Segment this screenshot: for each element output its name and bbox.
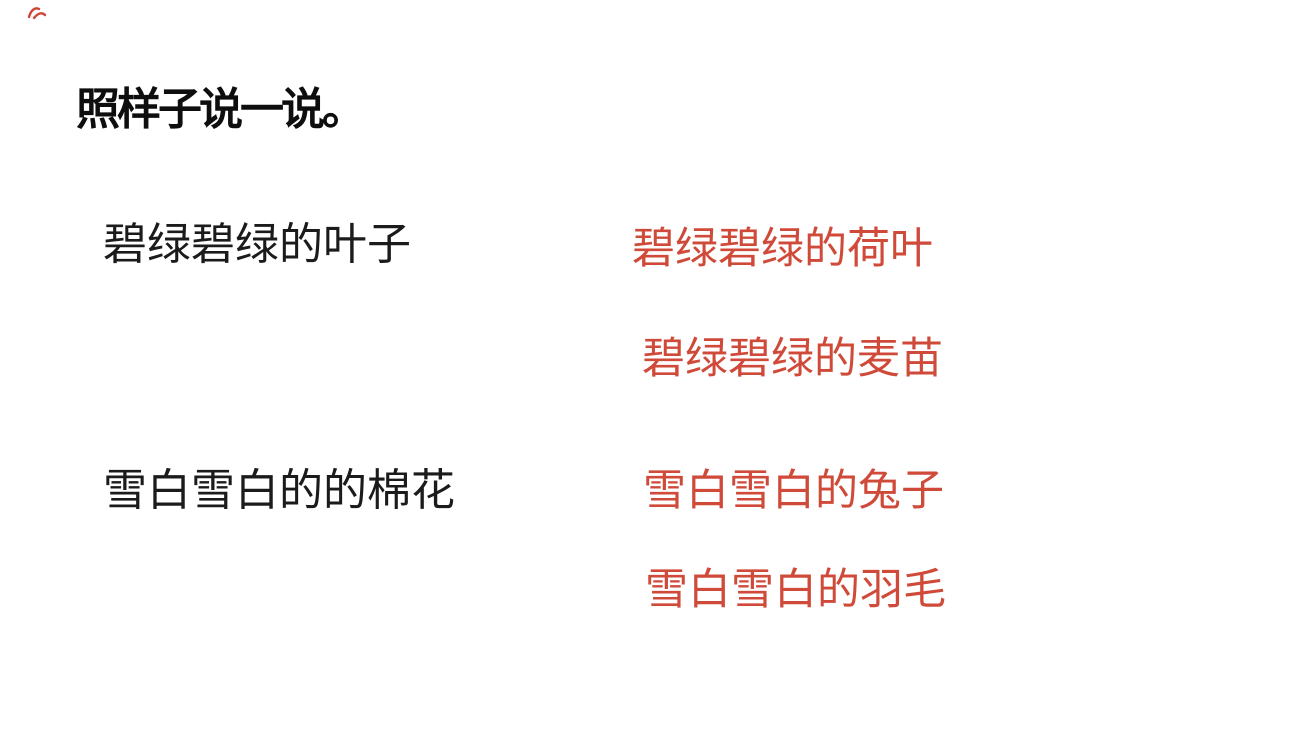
answer-green-lotus-leaf: 碧绿碧绿的荷叶 [632,225,933,273]
answer-green-wheat-seedling: 碧绿碧绿的麦苗 [642,335,943,383]
answer-white-rabbit: 雪白雪白的兔子 [643,467,944,515]
answer-white-feather: 雪白雪白的羽毛 [645,566,946,614]
example-prompt-green: 碧绿碧绿的叶子 [103,220,411,269]
red-scribble-mark-icon [27,7,47,20]
slide-title: 照样子说一说。 [76,85,366,134]
example-prompt-white: 雪白雪白的的棉花 [103,466,455,515]
